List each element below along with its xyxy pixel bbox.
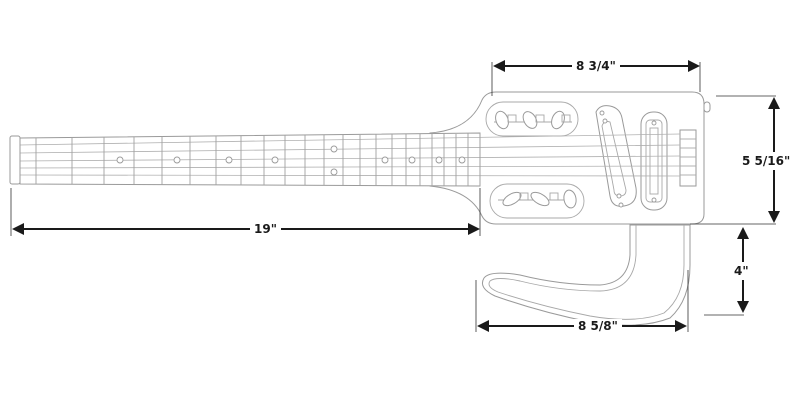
tuners-lower (489, 183, 585, 219)
tuners-upper (485, 101, 579, 137)
leg-rest (481, 224, 691, 326)
dimension-neck-length (10, 188, 481, 236)
fret-markers (116, 145, 466, 176)
label-leg-rest-height: 4" (734, 262, 749, 280)
bridge-pickup (640, 111, 668, 211)
nut (9, 135, 21, 185)
label-body-width: 8 3/4" (572, 59, 620, 73)
label-body-height: 5 5/16" (742, 152, 791, 170)
strap-button (703, 101, 711, 113)
frets (35, 133, 481, 186)
neck-pickup (595, 105, 637, 208)
bridge (679, 129, 697, 187)
label-leg-rest-width: 8 5/8" (574, 319, 622, 333)
strings (19, 133, 681, 177)
label-neck-length: 19" (250, 222, 281, 236)
